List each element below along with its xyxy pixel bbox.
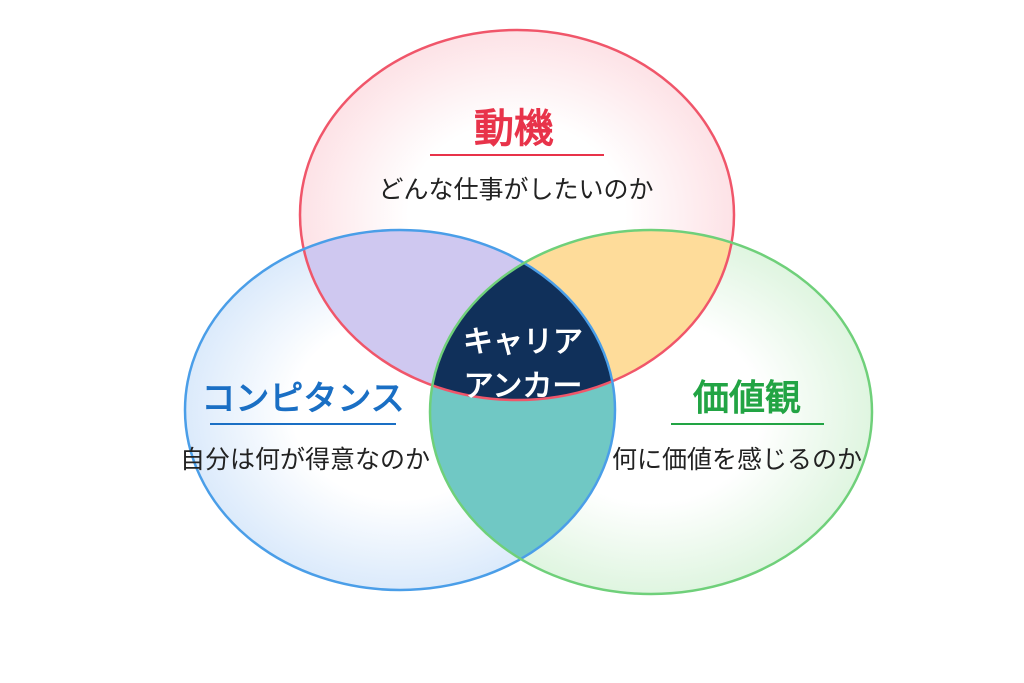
competence-title: コンピタンス xyxy=(201,379,404,419)
center-label-line1: キャリア xyxy=(463,325,583,360)
values-subtitle: 何に価値を感じるのか xyxy=(612,445,862,474)
motivation-subtitle: どんな仕事がしたいのか xyxy=(378,175,653,204)
circle-motivation-outline xyxy=(298,28,736,402)
overlap-center xyxy=(430,230,615,400)
circle-values-outline xyxy=(428,228,874,596)
values-title: 価値観 xyxy=(692,378,801,419)
motivation-title: 動機 xyxy=(474,106,554,152)
circle-competence-outline xyxy=(183,228,617,592)
competence-subtitle: 自分は何が得意なのか xyxy=(180,445,430,474)
center-label-line2: アンカー xyxy=(464,369,583,404)
